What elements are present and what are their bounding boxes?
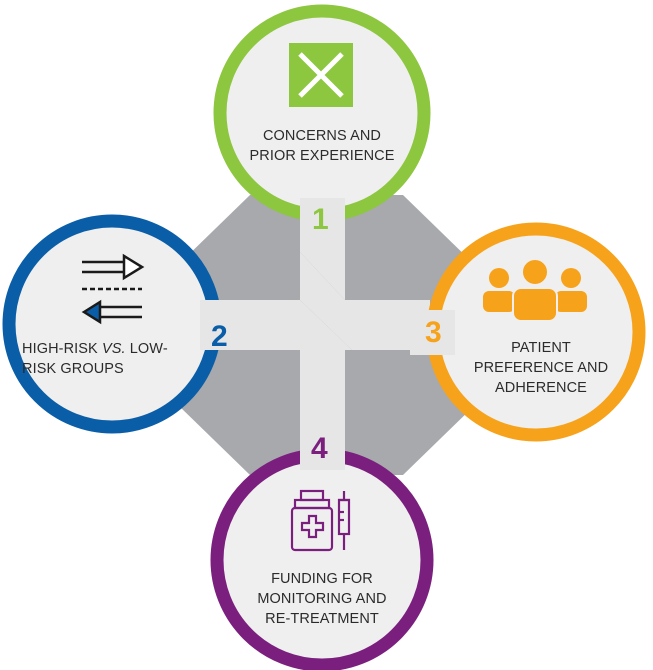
label-patient-preference-line1: PATIENT [511,340,571,356]
step-number-3: 3 [425,316,442,349]
label-funding: FUNDING FOR MONITORING AND RE-TREATMENT [232,569,412,629]
circle-concerns [213,4,431,238]
circle-funding [210,430,434,670]
medicine-syringe-icon [290,489,351,552]
arrows-exchange-icon [81,253,145,325]
step-number-1: 1 [312,203,329,236]
label-concerns-line2: PRIOR EXPERIENCE [249,148,395,164]
label-patient-preference-line3: ADHERENCE [495,380,587,396]
people-group-icon [483,258,587,322]
step-number-4: 4 [311,432,328,465]
label-patient-preference: PATIENT PREFERENCE AND ADHERENCE [466,338,616,398]
step-number-2: 2 [211,320,228,353]
circle-risk-groups [2,214,245,434]
label-risk-groups-line2: RISK GROUPS [22,361,124,377]
label-concerns: CONCERNS AND PRIOR EXPERIENCE [222,126,422,166]
label-risk-groups-line1: HIGH-RISK VS. LOW- [22,341,168,357]
circle-patient-preference [410,222,646,442]
label-funding-line2: MONITORING AND [257,591,387,607]
label-patient-preference-line2: PREFERENCE AND [473,360,609,376]
x-box-icon [289,43,353,107]
label-concerns-line1: CONCERNS AND [262,128,382,144]
label-risk-groups: HIGH-RISK VS. LOW- RISK GROUPS [22,339,202,379]
label-funding-line1: FUNDING FOR [271,571,373,587]
label-funding-line3: RE-TREATMENT [265,611,379,627]
